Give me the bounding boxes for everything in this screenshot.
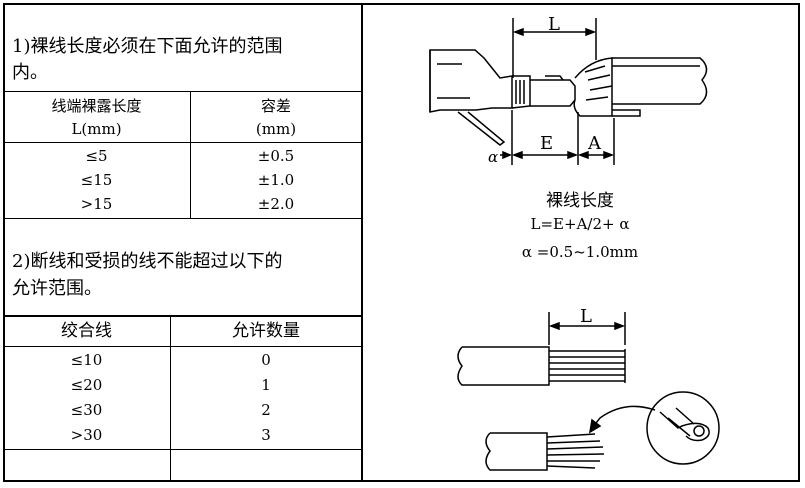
strand-cell: ≤20: [70, 376, 103, 394]
length-cell: ≤15: [80, 171, 113, 189]
strand-header: 绞合线: [61, 321, 112, 341]
tolerance-cell: ±2.0: [257, 195, 295, 213]
divider: [190, 91, 191, 218]
divider: [3, 346, 361, 347]
section2-heading-line2: 允许范围。: [12, 278, 102, 299]
divider: [3, 315, 361, 317]
divider: [170, 315, 171, 482]
section1-heading-line1: 1)裸线长度必须在下面允许的范围: [12, 36, 283, 57]
strand-cell: ≤10: [70, 351, 103, 369]
length-cell: >15: [80, 195, 113, 213]
length-header-line1: 线端裸露长度: [51, 97, 142, 115]
allowed-cell: 1: [261, 376, 271, 394]
allowed-cell: 3: [261, 426, 271, 444]
divider: [3, 218, 361, 219]
tolerance-cell: ±0.5: [257, 147, 295, 165]
figure1-caption-alpha: α =0.5~1.0mm: [521, 243, 639, 261]
divider: [3, 449, 361, 450]
divider: [3, 142, 361, 143]
page-frame: [3, 3, 800, 482]
section2-heading-line1: 2)断线和受损的线不能超过以下的: [12, 251, 283, 272]
allowed-cell: 0: [261, 351, 271, 369]
tolerance-header-line2: (mm): [255, 120, 297, 138]
allowed-cell: 2: [261, 401, 271, 419]
figure1-caption-title: 裸线长度: [546, 191, 614, 211]
divider: [3, 91, 361, 92]
strand-cell: ≤30: [70, 401, 103, 419]
length-cell: ≤5: [85, 147, 108, 165]
strand-cell: >30: [70, 426, 103, 444]
tolerance-header-line1: 容差: [260, 97, 291, 115]
length-header-line2: L(mm): [71, 120, 122, 138]
allowed-header: 允许数量: [232, 321, 300, 341]
column-divider: [361, 3, 363, 482]
section1-heading-line2: 内。: [12, 62, 48, 83]
tolerance-cell: ±1.0: [257, 171, 295, 189]
figure1-caption-formula: L=E+A/2+ α: [530, 215, 630, 233]
